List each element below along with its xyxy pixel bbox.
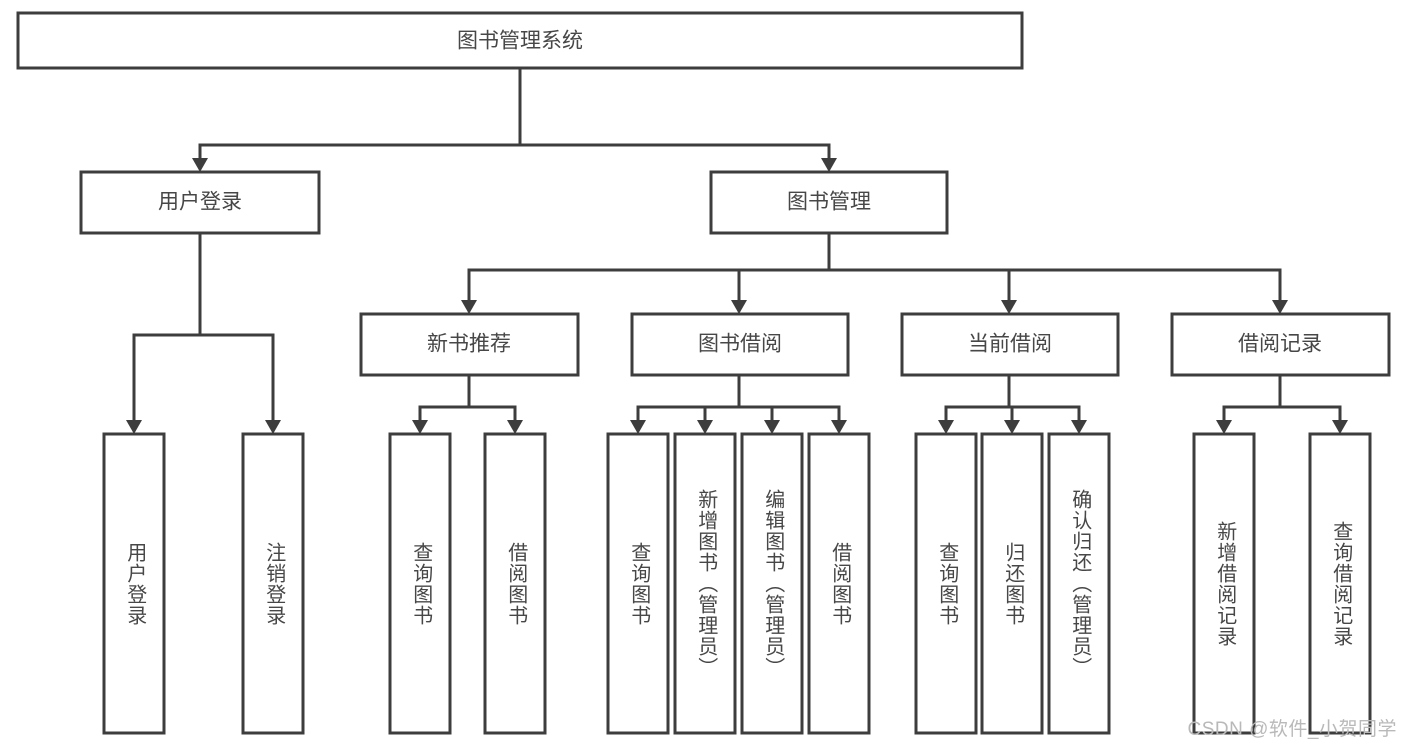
leaf-box-query-book-2[interactable] [606,432,670,735]
arrowhead-newbook-leaf1 [412,420,428,434]
leaf-box-return-book[interactable] [980,432,1044,735]
node-borrow-record-box[interactable] [1170,312,1391,377]
leaf-box-edit-book[interactable] [740,432,804,735]
node-book-management-box[interactable] [709,170,949,235]
arrowhead-leaf-logout [265,420,281,434]
connector-group-current-borrow [938,373,1087,434]
arrowhead-to-user-login [192,158,208,172]
leaf-box-logout[interactable] [241,432,305,735]
node-book-borrow[interactable]: 图书借阅 [630,312,850,377]
arrowhead-new-book [461,300,477,314]
arrowhead-borrowrecord-leaf2 [1332,420,1348,434]
node-new-book-recommend[interactable]: 新书推荐 [359,312,580,377]
node-new-book-recommend-label: 新书推荐 [427,333,511,356]
leaf-box-user-login[interactable] [102,432,166,735]
node-borrow-record-label: 借阅记录 [1238,333,1322,356]
leaf-box-confirm-return[interactable] [1047,432,1111,735]
watermark-text: CSDN @软件_小贺同学 [1187,719,1397,740]
arrowhead-newbook-leaf2 [507,420,523,434]
arrowhead-bookborrow-leaf3 [764,420,780,434]
connector-group-new-book-recommend [412,373,523,434]
node-book-borrow-label: 图书借阅 [698,333,782,356]
arrowhead-bookborrow-leaf4 [831,420,847,434]
arrowhead-current-borrow [1001,300,1017,314]
node-root-label: 图书管理系统 [457,30,583,53]
arrowhead-currentborrow-leaf2 [1004,420,1020,434]
connector-group-book-borrow [630,373,847,434]
node-current-borrow-label: 当前借阅 [968,333,1052,356]
node-borrow-record[interactable]: 借阅记录 [1170,312,1391,377]
arrowhead-bookborrow-leaf2 [697,420,713,434]
node-book-management-label: 图书管理 [787,191,871,214]
connector-group-book-management [461,231,1288,314]
node-root[interactable]: 图书管理系统 [16,11,1024,70]
arrowhead-bookborrow-leaf1 [630,420,646,434]
connector-group-borrow-record [1216,373,1348,434]
leaf-box-borrow-book-1[interactable] [483,432,547,735]
connector-group-user-login [126,231,281,434]
arrowhead-currentborrow-leaf3 [1071,420,1087,434]
arrowhead-leaf-user-login [126,420,142,434]
node-book-borrow-box[interactable] [630,312,850,377]
leaf-box-query-record[interactable] [1308,432,1372,735]
node-user-login[interactable]: 用户登录 [79,170,321,235]
leaf-box-add-record[interactable] [1192,432,1256,735]
connector-group-root [192,66,837,172]
node-root-box[interactable] [16,11,1024,70]
arrowhead-book-borrow [731,300,747,314]
leaf-box-add-book[interactable] [673,432,737,735]
node-current-borrow-box[interactable] [900,312,1120,377]
leaf-box-borrow-book-2[interactable] [807,432,871,735]
node-new-book-recommend-box[interactable] [359,312,580,377]
node-book-management[interactable]: 图书管理 [709,170,949,235]
arrowhead-borrowrecord-leaf1 [1216,420,1232,434]
arrowhead-borrow-record [1272,300,1288,314]
node-current-borrow[interactable]: 当前借阅 [900,312,1120,377]
leaf-box-query-book-1[interactable] [388,432,452,735]
node-user-login-label: 用户登录 [158,191,242,214]
arrowhead-to-book-management [821,158,837,172]
arrowhead-currentborrow-leaf1 [938,420,954,434]
leaf-box-query-book-3[interactable] [914,432,978,735]
node-user-login-box[interactable] [79,170,321,235]
